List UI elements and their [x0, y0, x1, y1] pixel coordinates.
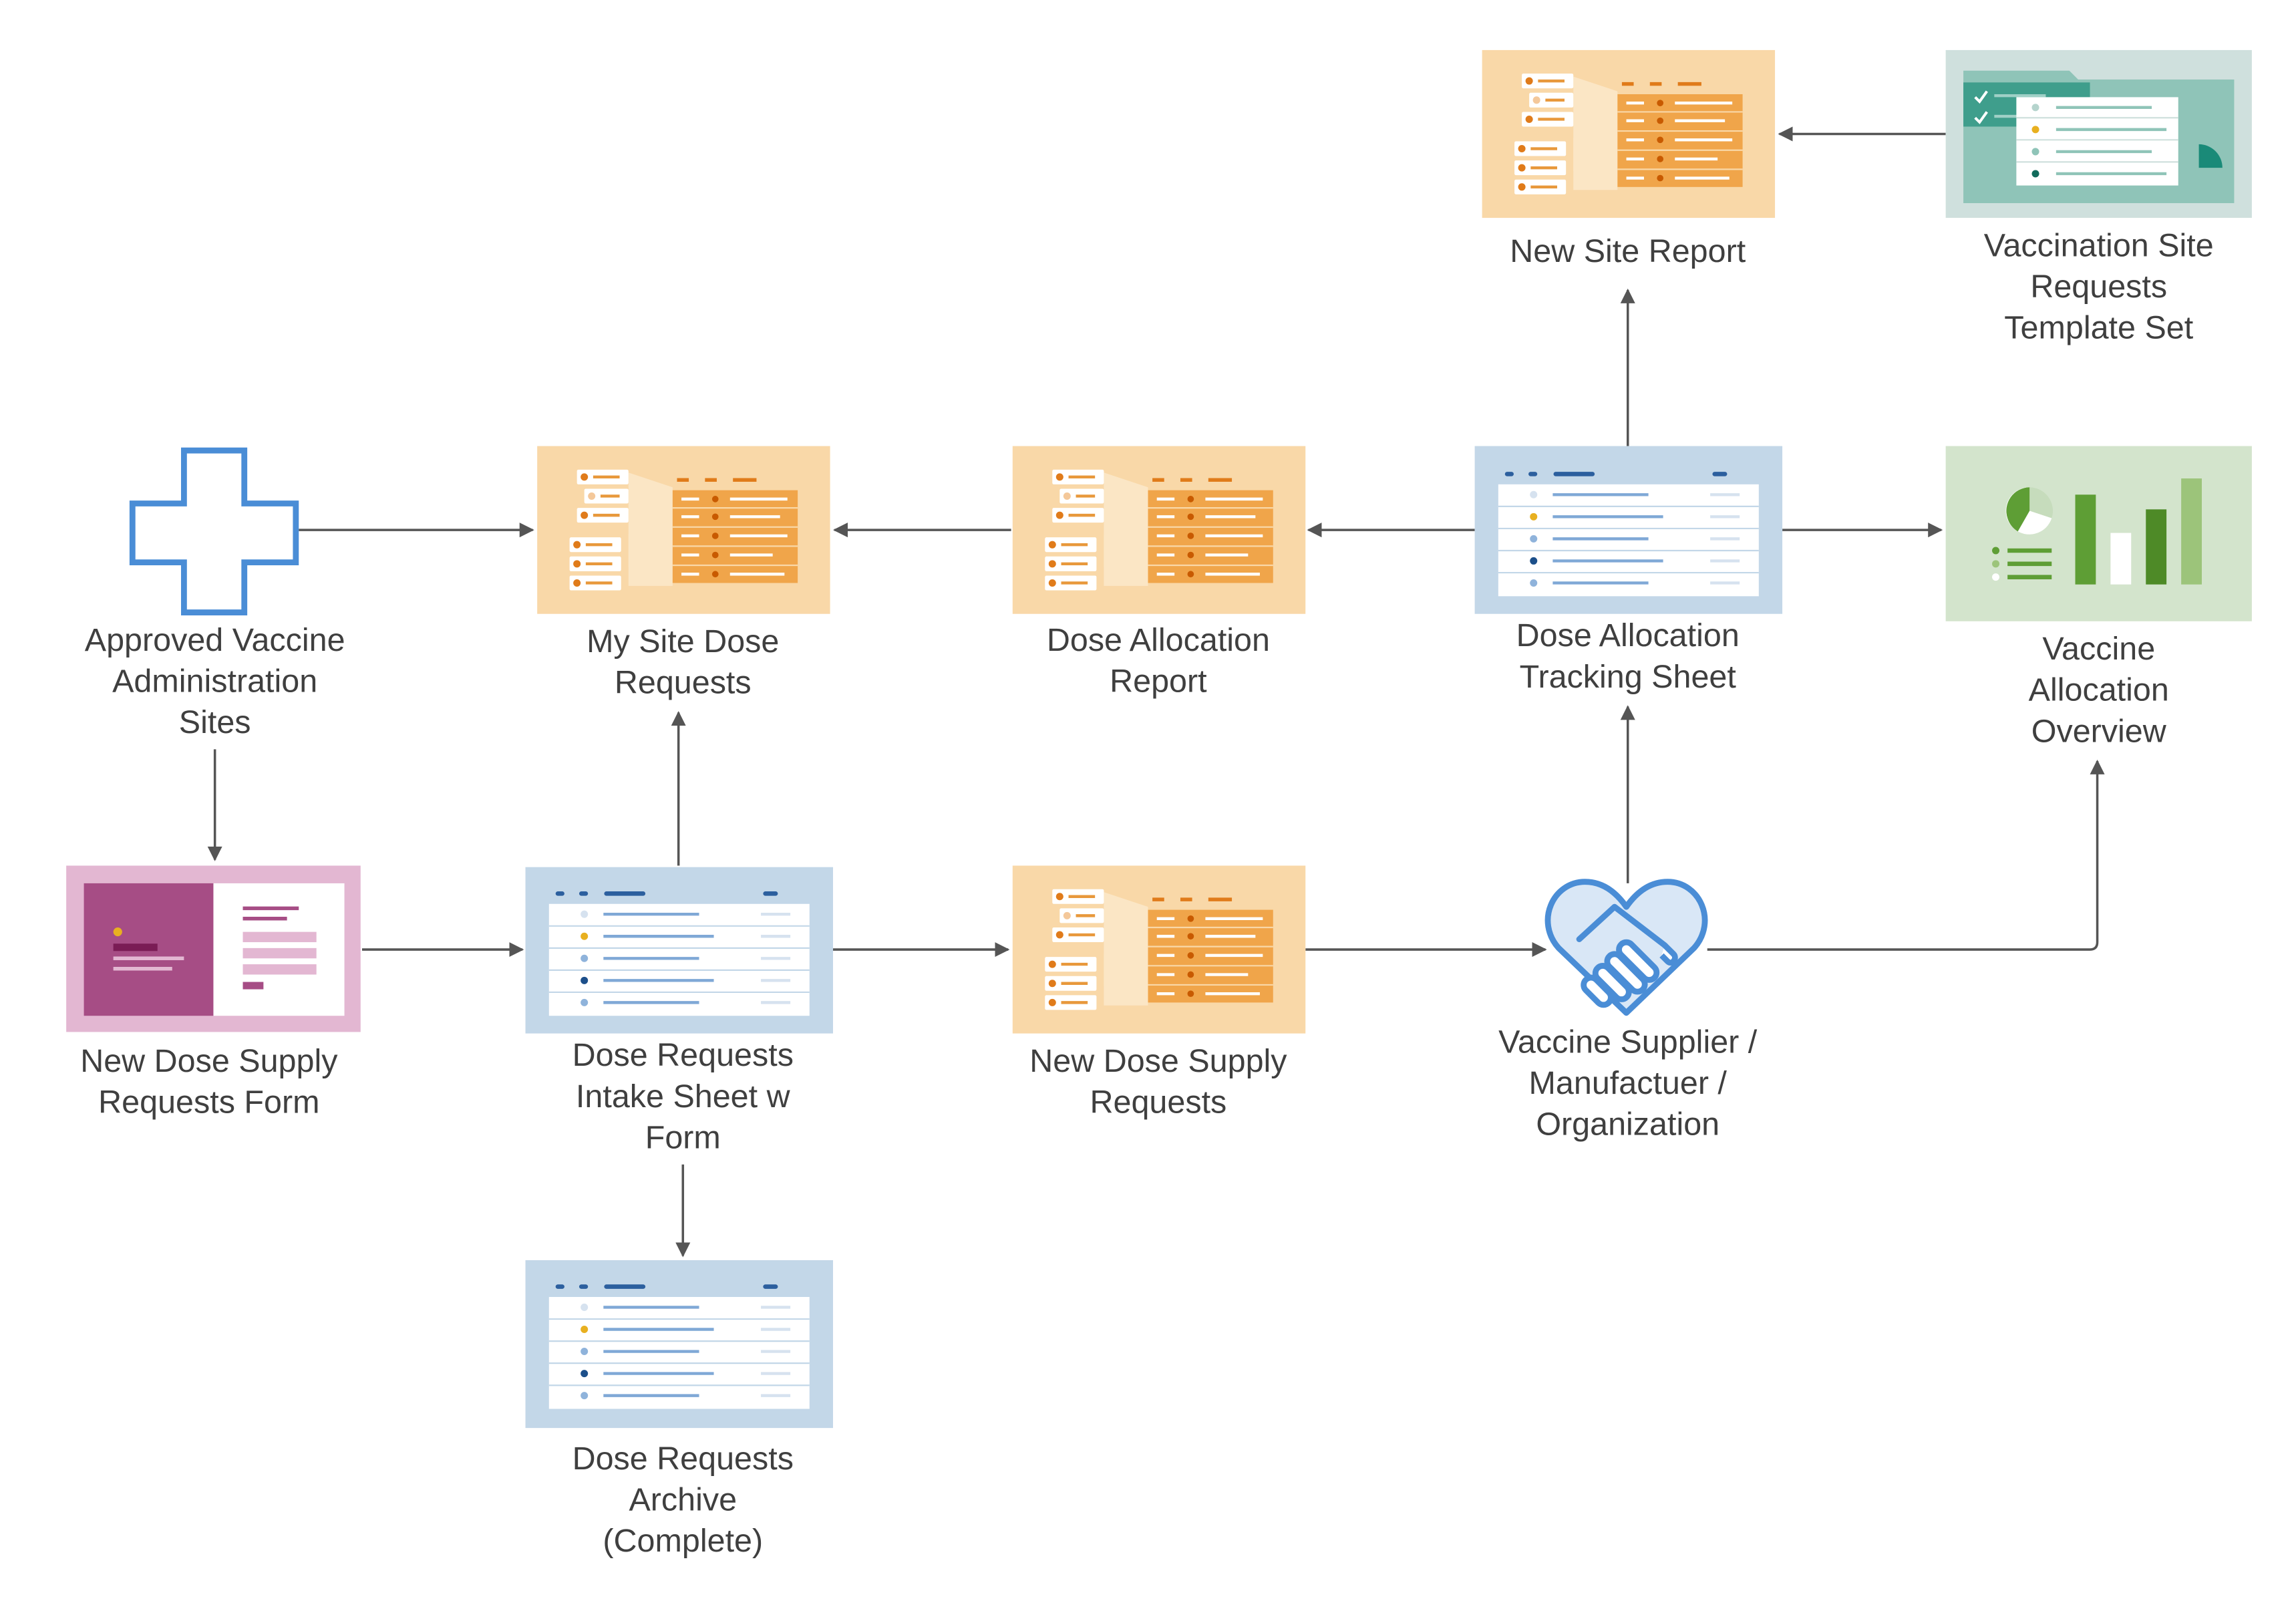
form-icon — [84, 883, 345, 1016]
arrow-supplier-to-overview — [1707, 759, 2105, 951]
report-icon — [1045, 889, 1273, 1010]
report-icon — [1045, 469, 1273, 591]
check-icon — [1974, 90, 1988, 124]
supplier-label: Vaccine Supplier / Manufactuer / Organiz… — [1498, 1023, 1758, 1143]
approved-sites-node[interactable] — [126, 444, 303, 618]
template-folder-icon — [1963, 70, 2235, 204]
report-icon — [569, 469, 798, 591]
new-dose-supply-requests-node[interactable] — [1012, 865, 1306, 1034]
new-site-report-node[interactable] — [1482, 49, 1776, 218]
pie-chart-icon — [2005, 487, 2054, 535]
my-site-dose-requests-node[interactable] — [537, 446, 830, 614]
dose-allocation-report-node[interactable] — [1012, 446, 1306, 614]
report-icon — [1514, 74, 1743, 194]
sheet-icon — [548, 1284, 810, 1409]
my-site-dose-requests-label: My Site Dose Requests — [587, 622, 780, 701]
new-dose-supply-form-node[interactable] — [66, 865, 361, 1032]
new-dose-supply-form-label: New Dose Supply Requests Form — [80, 1042, 338, 1121]
supplier-node[interactable] — [1538, 875, 1714, 1022]
intake-sheet-node[interactable] — [525, 867, 834, 1034]
archive-label: Dose Requests Archive (Complete) — [572, 1439, 794, 1560]
archive-node[interactable] — [525, 1260, 834, 1429]
dose-allocation-report-label: Dose Allocation Report — [1046, 621, 1270, 700]
dose-allocation-tracking-sheet-node[interactable] — [1474, 446, 1783, 614]
new-site-report-label: New Site Report — [1510, 233, 1746, 270]
template-set-label: Vaccination Site Requests Template Set — [1983, 227, 2214, 346]
handshake-heart-icon — [1544, 879, 1708, 1016]
vaccine-allocation-overview-node[interactable] — [1945, 446, 2252, 621]
sheet-icon — [548, 891, 810, 1016]
template-set-node[interactable] — [1945, 49, 2252, 218]
medical-cross-icon — [129, 447, 299, 615]
pie-chart-icon — [2181, 144, 2223, 191]
sheet-icon — [1498, 472, 1759, 597]
intake-sheet-label: Dose Requests Intake Sheet w Form — [572, 1036, 794, 1156]
dose-allocation-tracking-sheet-label: Dose Allocation Tracking Sheet — [1516, 617, 1740, 695]
new-dose-supply-requests-label: New Dose Supply Requests — [1029, 1042, 1287, 1121]
approved-sites-label: Approved Vaccine Administration Sites — [84, 621, 345, 741]
vaccine-allocation-overview-label: Vaccine Allocation Overview — [2028, 629, 2169, 750]
dashboard-icon — [1992, 478, 2202, 585]
